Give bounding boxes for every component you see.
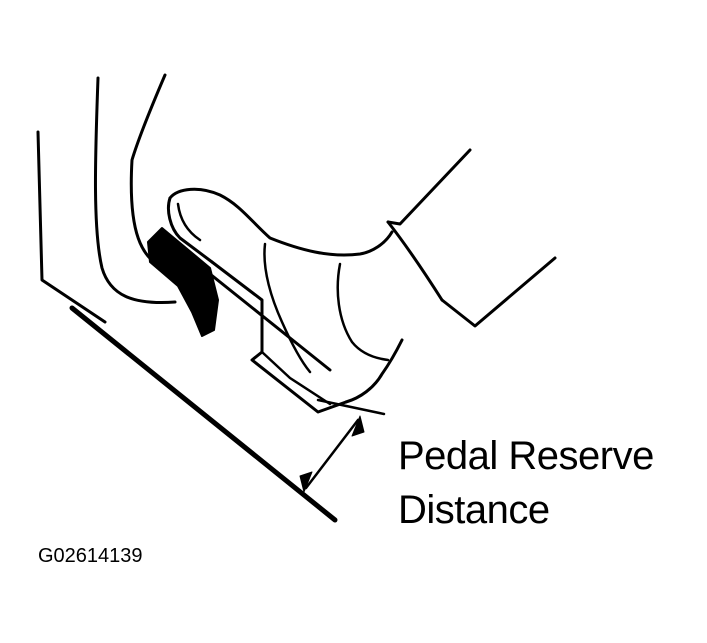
- shoe-sole: [210, 260, 348, 414]
- shoe-heel: [344, 338, 404, 404]
- figure-id-label: G02614139: [38, 545, 143, 567]
- shoe-sole-inner: [260, 350, 332, 406]
- trouser-leg-back: [440, 256, 557, 328]
- shoe-laces-line: [263, 242, 312, 374]
- pedal-reserve-label: Pedal Reserve: [398, 434, 654, 478]
- dimension-line: [304, 418, 360, 490]
- trouser-cuff: [386, 148, 472, 226]
- firewall-outer-line: [36, 130, 107, 324]
- firewall-middle-line: [93, 76, 177, 305]
- dimension-arrow-bottom: [299, 471, 313, 493]
- dimension-top-tick: [316, 398, 386, 416]
- distance-label: Distance: [398, 488, 550, 532]
- shoe-toe: [166, 196, 214, 264]
- shoe-outline: [168, 187, 394, 257]
- shoe-quarter-line: [336, 262, 390, 362]
- dimension-arrow-top: [351, 415, 365, 437]
- shoe-inner-toe: [176, 202, 202, 242]
- trouser-leg-front: [386, 220, 444, 302]
- floor-line: [69, 305, 338, 523]
- pedal-pad: [147, 227, 219, 337]
